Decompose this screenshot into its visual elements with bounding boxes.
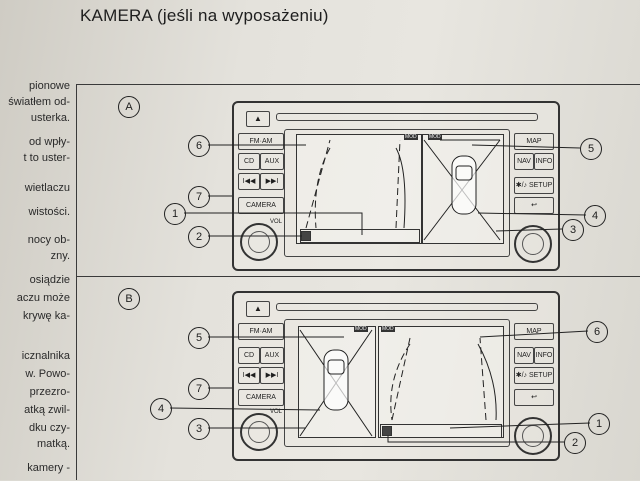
leader-3 <box>495 228 563 232</box>
map-button[interactable]: MAP <box>514 133 554 150</box>
screen-bezel <box>284 319 510 447</box>
car-icon <box>451 155 477 215</box>
leader-4 <box>477 212 587 216</box>
status-bar <box>380 424 502 438</box>
car-windshield <box>455 165 473 181</box>
car-icon <box>323 349 349 411</box>
back-button[interactable]: ↩ <box>514 197 554 214</box>
camera-button[interactable]: CAMERA <box>238 389 284 406</box>
text-line: kamery - <box>27 462 70 474</box>
text-line: atką zwil- <box>24 404 70 416</box>
text-line: światłem od- <box>8 96 70 108</box>
head-unit-b: ▲ FM·AM CD AUX I◀◀ ▶▶I CAMERA MAP NAV IN… <box>232 291 560 461</box>
leader-4 <box>169 407 321 411</box>
screen-bezel <box>284 129 510 257</box>
nav-button[interactable]: NAV <box>514 153 534 170</box>
volume-label: VOL <box>270 409 283 415</box>
text-line: usterka. <box>30 112 70 124</box>
callout-3: 3 <box>562 219 584 241</box>
text-line: wistości. <box>28 206 70 218</box>
leader-5 <box>471 144 581 149</box>
callout-2: 2 <box>188 226 210 248</box>
prev-track-button[interactable]: I◀◀ <box>238 367 260 384</box>
screen-tag: MOD <box>428 134 442 140</box>
next-track-button[interactable]: ▶▶I <box>260 173 284 190</box>
screen-tag: MOD <box>354 326 368 332</box>
panel-b <box>76 276 640 481</box>
text-line: od wpły- <box>29 136 70 148</box>
callout-4: 4 <box>150 398 172 420</box>
disc-slot <box>276 113 538 121</box>
text-line: nocy ob- <box>27 234 70 246</box>
callout-2: 2 <box>564 432 586 454</box>
fm-am-button[interactable]: FM·AM <box>238 133 284 150</box>
leader-1 <box>449 422 591 429</box>
disc-slot <box>276 303 538 311</box>
leader-2 <box>387 436 564 443</box>
prev-track-button[interactable]: I◀◀ <box>238 173 260 190</box>
info-button[interactable]: INFO <box>534 347 554 364</box>
next-track-button[interactable]: ▶▶I <box>260 367 284 384</box>
callout-6: 6 <box>586 321 608 343</box>
camera-indicator-icon <box>382 426 392 436</box>
callout-4: 4 <box>584 205 606 227</box>
text-line: krywę ka- <box>22 310 70 322</box>
callout-7: 7 <box>188 378 210 400</box>
page-title: KAMERA (jeśli na wyposażeniu) <box>80 6 329 25</box>
text-line: matką. <box>36 438 70 450</box>
map-button[interactable]: MAP <box>514 323 554 340</box>
panel-frame-left <box>76 84 77 480</box>
setup-button[interactable]: ✱/♪ SETUP <box>514 177 554 194</box>
volume-knob[interactable] <box>240 413 278 451</box>
callout-5: 5 <box>580 138 602 160</box>
callout-5: 5 <box>188 327 210 349</box>
callout-3: 3 <box>188 418 210 440</box>
back-button[interactable]: ↩ <box>514 389 554 406</box>
text-line: icznalnika <box>21 350 70 362</box>
fm-am-button[interactable]: FM·AM <box>238 323 284 340</box>
leader-1 <box>184 212 363 235</box>
cd-button[interactable]: CD <box>238 347 260 364</box>
info-button[interactable]: INFO <box>534 153 554 170</box>
text-line: osiądzie <box>29 274 70 286</box>
text-line: wietlaczu <box>24 182 70 194</box>
text-line: zny. <box>50 250 70 262</box>
screen-tag: MOD <box>404 134 418 140</box>
callout-1: 1 <box>164 203 186 225</box>
text-line: przezro- <box>29 386 70 398</box>
cd-button[interactable]: CD <box>238 153 260 170</box>
text-line: t to uster- <box>23 152 70 164</box>
guide-line-right <box>395 139 401 229</box>
callout-6: 6 <box>188 135 210 157</box>
callout-1: 1 <box>588 413 610 435</box>
panel-label-a: A <box>118 96 140 118</box>
panel-label-b: B <box>118 288 140 310</box>
tuning-knob[interactable] <box>514 225 552 263</box>
screen-tag: MOD <box>381 326 395 332</box>
left-column-text: pionowe światłem od- usterka. od wpły- t… <box>0 0 72 480</box>
car-windshield <box>327 359 345 375</box>
aux-button[interactable]: AUX <box>260 153 284 170</box>
setup-button[interactable]: ✱/♪ SETUP <box>514 367 554 384</box>
volume-knob[interactable] <box>240 223 278 261</box>
rear-camera-view <box>296 134 422 244</box>
panel-a <box>76 84 640 271</box>
text-line: aczu może <box>16 292 70 304</box>
eject-button[interactable]: ▲ <box>246 301 270 317</box>
nav-button[interactable]: NAV <box>514 347 534 364</box>
aux-button[interactable]: AUX <box>260 347 284 364</box>
callout-7: 7 <box>188 186 210 208</box>
volume-label: VOL <box>270 219 283 225</box>
text-line: pionowe <box>29 80 70 92</box>
eject-button[interactable]: ▲ <box>246 111 270 127</box>
text-line: dku czy- <box>29 422 70 434</box>
guide-line-curve <box>314 147 331 229</box>
leader-6 <box>479 330 589 338</box>
text-line: w. Powo- <box>25 368 70 380</box>
guide-line-curve <box>395 147 406 229</box>
